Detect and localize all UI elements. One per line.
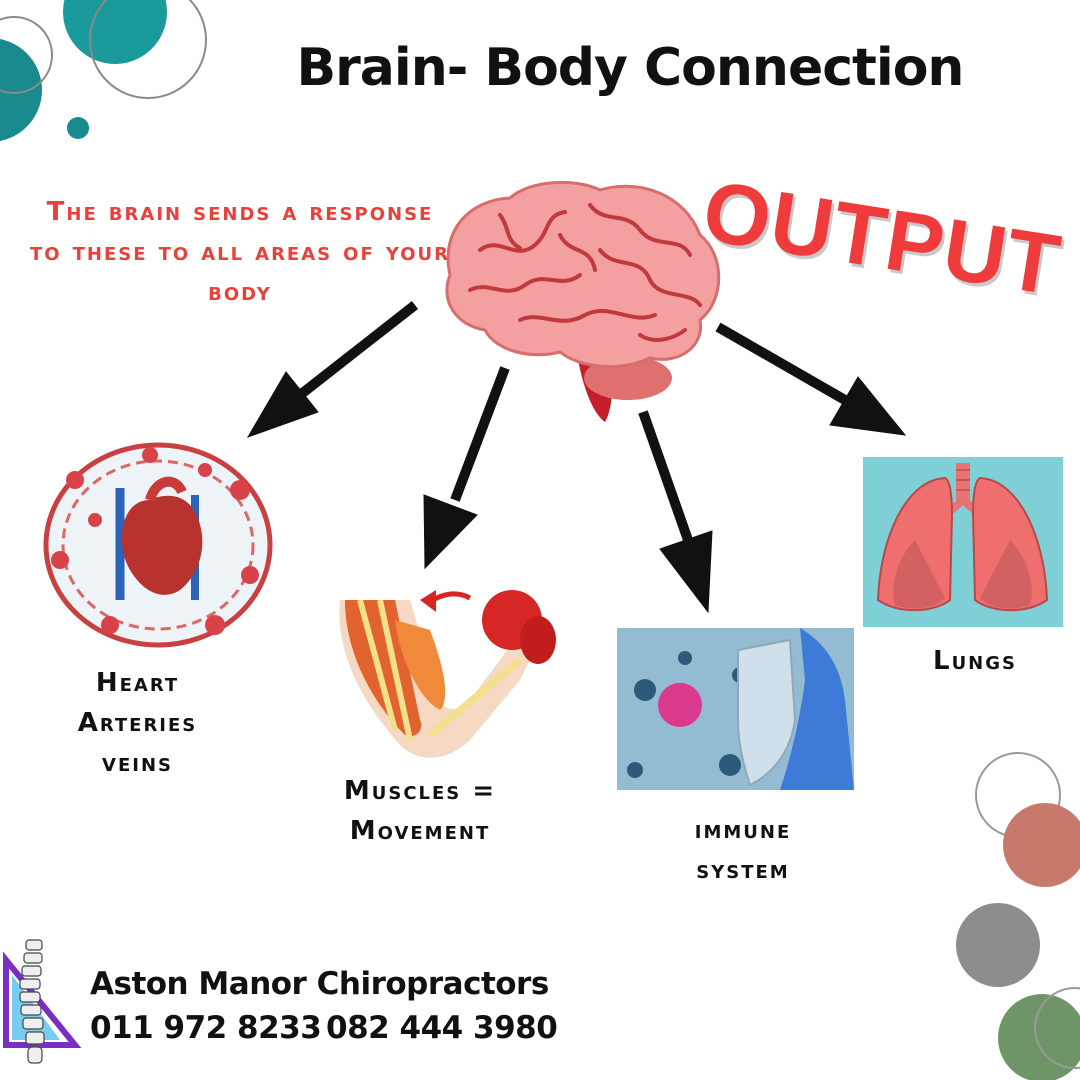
lungs-illustration — [863, 457, 1063, 627]
heart-illustration — [43, 442, 273, 648]
label-muscles-line-2: Movement — [349, 816, 491, 846]
company-name: Aston Manor Chiropractors — [90, 966, 549, 1002]
immune-illustration — [617, 628, 854, 790]
label-heart: Heart Arteries veins — [40, 663, 235, 783]
arm-illustration — [339, 590, 556, 758]
arrow-to-heart — [246, 301, 419, 438]
page-title: Brain- Body Connection — [296, 38, 965, 98]
phone-number-1[interactable]: 011 972 8233 — [90, 1010, 322, 1046]
spine-logo — [3, 939, 82, 1064]
arrows — [246, 301, 907, 614]
label-heart-line-2: Arteries — [77, 708, 198, 738]
label-lungs: Lungs — [890, 641, 1060, 681]
decorative-circles-top-left — [0, 0, 207, 142]
decorative-circles-bottom-right — [956, 752, 1080, 1080]
label-muscles-line-1: Muscles = — [343, 776, 497, 806]
label-immune-line-2: system — [696, 855, 790, 885]
arrow-to-lungs — [715, 322, 907, 436]
phone-number-2[interactable]: 082 444 3980 — [326, 1010, 558, 1046]
label-muscles: Muscles = Movement — [320, 771, 520, 851]
label-heart-line-3: veins — [102, 748, 173, 778]
brain-illustration — [445, 180, 721, 422]
arrow-to-immune — [638, 410, 713, 614]
label-immune-line-1: immune — [694, 815, 792, 845]
label-immune: immune system — [648, 810, 838, 890]
label-heart-line-1: Heart — [95, 668, 180, 698]
brain-response-note: The brain sends a response to these to a… — [30, 197, 450, 307]
label-lungs-line-1: Lungs — [933, 646, 1017, 676]
arrow-to-muscles — [423, 366, 510, 570]
